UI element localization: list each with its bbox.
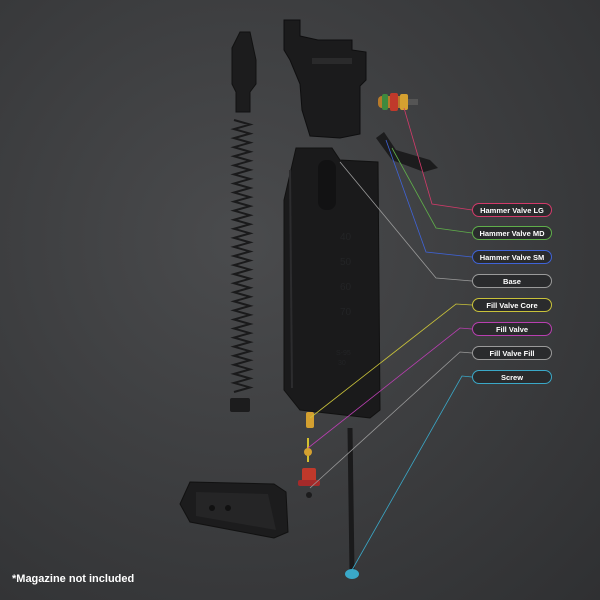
label-screw: Screw [472,370,552,384]
footnote: *Magazine not included [12,573,135,585]
screw-part [345,427,359,579]
spring-plug-part [230,398,250,412]
label-hammer-valve-md: Hammer Valve MD [472,226,552,240]
fill-valve-core-part [306,412,314,428]
label-base: Base [472,274,552,288]
spring-part [230,119,254,393]
base-block-part [283,19,367,139]
leader-lines [307,107,473,571]
label-fill-valve-core: Fill Valve Core [472,298,552,312]
magazine-mark-40: 40 [340,232,352,243]
label-hammer-valve-lg: Hammer Valve LG [472,203,552,217]
magazine-mark-model: S-95 [336,350,351,357]
label-fill-valve: Fill Valve [472,322,552,336]
magazine-mark-60: 60 [340,282,352,293]
magazine-part [283,147,381,419]
fill-valve-fitting-part [304,438,312,462]
hammer-valve-part [378,93,418,111]
hammer-lever-part [376,132,438,172]
baseplate-part [179,481,289,539]
label-hammer-valve-sm: Hammer Valve SM [472,250,552,264]
magazine-mark-50: 50 [340,257,352,268]
fill-valve-part [298,468,320,498]
magazine-mark-capacity: 30 [338,360,346,367]
magazine-mark-70: 70 [340,307,352,318]
follower-part [231,31,257,113]
label-fill-valve-fill: Fill Valve Fill [472,346,552,360]
